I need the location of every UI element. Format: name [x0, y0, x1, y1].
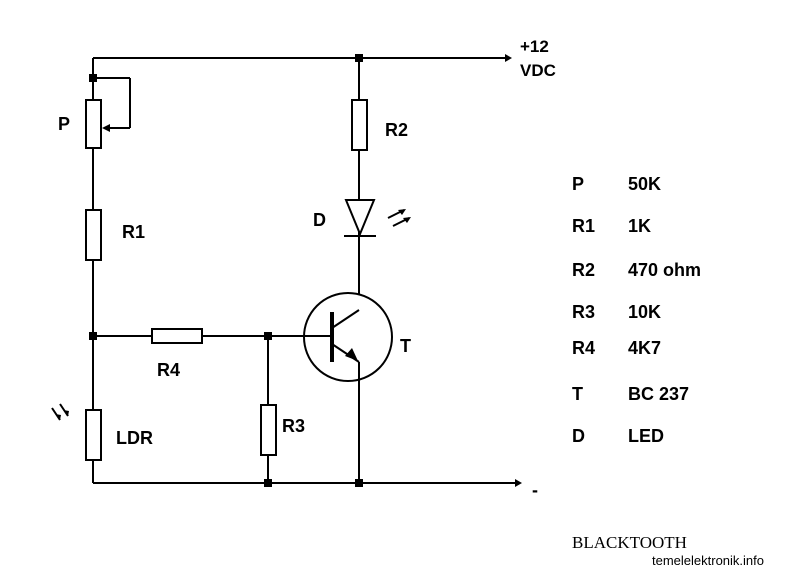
plus-terminal-arrow — [505, 54, 512, 62]
led-d — [344, 199, 376, 237]
parts-list-ref: D — [572, 426, 585, 446]
parts-list-ref: R3 — [572, 302, 595, 322]
resistor-r2 — [351, 99, 368, 151]
parts-list-value: 4K7 — [628, 338, 661, 358]
label-r1: R1 — [122, 222, 145, 242]
ldr-resistor — [85, 409, 102, 461]
parts-list-value: 470 ohm — [628, 260, 701, 280]
label-t: T — [400, 336, 411, 356]
junction-dot — [264, 479, 272, 487]
parts-list-ref: T — [572, 384, 583, 404]
junction-dot — [355, 54, 363, 62]
parts-list-value: 1K — [628, 216, 651, 236]
potentiometer-p — [85, 99, 102, 149]
junction-dot — [355, 479, 363, 487]
label-p: P — [58, 114, 70, 134]
supply-plus-label: +12 — [520, 37, 549, 56]
parts-list-value: 10K — [628, 302, 661, 322]
label-r4: R4 — [157, 360, 180, 380]
junction-dot — [89, 74, 97, 82]
junction-dot — [89, 332, 97, 340]
label-r3: R3 — [282, 416, 305, 436]
parts-list-value: 50K — [628, 174, 661, 194]
resistor-r1 — [85, 209, 102, 261]
minus-terminal-arrow — [515, 479, 522, 487]
resistor-r4 — [151, 328, 203, 344]
resistor-r3 — [260, 404, 277, 456]
led-emission-arrows-icon — [387, 209, 411, 227]
junction-dot — [264, 332, 272, 340]
label-d: D — [313, 210, 326, 230]
website-label: temelelektronik.info — [652, 553, 764, 568]
supply-unit-label: VDC — [520, 61, 556, 80]
supply-minus-label: - — [532, 480, 538, 500]
parts-list-ref: R4 — [572, 338, 595, 358]
label-r2: R2 — [385, 120, 408, 140]
transistor-emitter-arrow — [345, 348, 358, 361]
parts-list-ref: R2 — [572, 260, 595, 280]
light-arrows-icon — [51, 403, 69, 421]
parts-list-ref: R1 — [572, 216, 595, 236]
parts-list-ref: P — [572, 174, 584, 194]
transistor-t — [303, 292, 393, 382]
parts-list-value: BC 237 — [628, 384, 689, 404]
label-ldr: LDR — [116, 428, 153, 448]
pot-wiper-arrow — [102, 124, 110, 132]
parts-list-value: LED — [628, 426, 664, 446]
author-signature: BLACKTOOTH — [572, 533, 687, 552]
transistor-collector-lead — [331, 309, 360, 329]
